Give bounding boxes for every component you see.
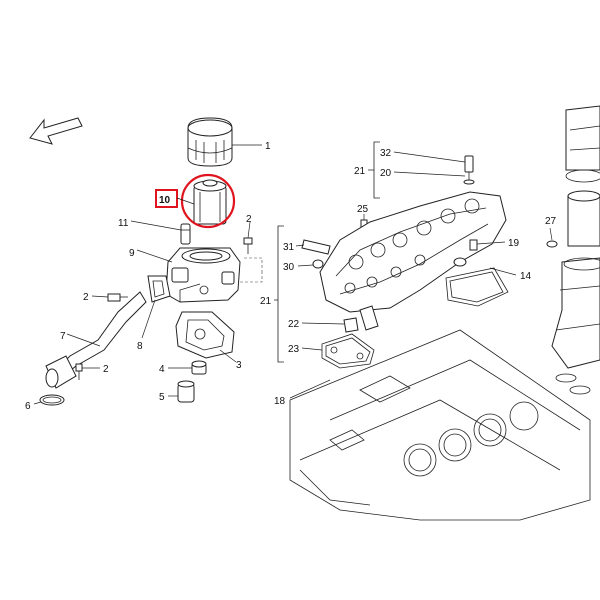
label-7: 7	[60, 331, 66, 342]
cylinder-head-part	[319, 191, 507, 313]
plug-part	[191, 360, 207, 375]
label-20: 20	[380, 168, 392, 179]
label-1: 1	[265, 141, 271, 152]
bolt-part-pipe	[75, 363, 83, 380]
right-o-ring-part	[546, 240, 558, 248]
seal-part	[312, 259, 324, 269]
washer-part	[463, 179, 475, 185]
right-housing-part	[551, 257, 600, 369]
filter-cap-part	[187, 117, 233, 167]
filter-element-part	[193, 179, 227, 225]
lower-gasket-part	[321, 333, 375, 369]
right-filter-cap-part	[565, 105, 600, 183]
label-25: 25	[357, 204, 369, 215]
fitting-part	[343, 305, 379, 333]
o-ring-part	[39, 394, 65, 406]
label-14: 14	[520, 271, 532, 282]
label-3: 3	[236, 360, 242, 371]
label-27: 27	[545, 216, 557, 227]
pin-part	[180, 223, 191, 245]
label-21-mid: 21	[260, 296, 272, 307]
injector-part	[301, 239, 331, 255]
label-2-pipe: 2	[103, 364, 109, 375]
bolt-part	[243, 237, 253, 254]
small-cap-part	[177, 380, 195, 403]
label-11: 11	[118, 218, 129, 229]
highlight-box	[155, 189, 178, 208]
label-19: 19	[508, 238, 520, 249]
label-18: 18	[274, 396, 286, 407]
label-6: 6	[25, 401, 31, 412]
highlight-circle	[180, 173, 236, 229]
sensor-part	[464, 155, 474, 180]
gasket-part	[147, 275, 171, 303]
pipe-part	[45, 291, 147, 389]
label-23: 23	[288, 344, 300, 355]
screw-part	[469, 239, 478, 251]
label-22: 22	[288, 319, 300, 330]
label-2-left: 2	[83, 292, 89, 303]
cover-gasket-part	[445, 257, 509, 307]
label-32: 32	[380, 148, 392, 159]
label-30: 30	[283, 262, 295, 273]
engine-block-part	[289, 329, 591, 521]
right-rings-part	[555, 373, 591, 395]
direction-arrow-icon	[29, 117, 83, 145]
label-5: 5	[159, 392, 165, 403]
right-filter-element-part	[567, 190, 600, 247]
label-21-top: 21	[354, 166, 366, 177]
label-8: 8	[137, 341, 143, 352]
bolt-part-left	[107, 293, 128, 302]
filter-housing-part	[165, 247, 241, 303]
label-2-top: 2	[246, 214, 252, 225]
label-4: 4	[159, 364, 165, 375]
cover-plate-part	[175, 311, 235, 359]
label-10: 10	[159, 195, 171, 206]
label-9: 9	[129, 248, 135, 259]
label-31: 31	[283, 242, 295, 253]
